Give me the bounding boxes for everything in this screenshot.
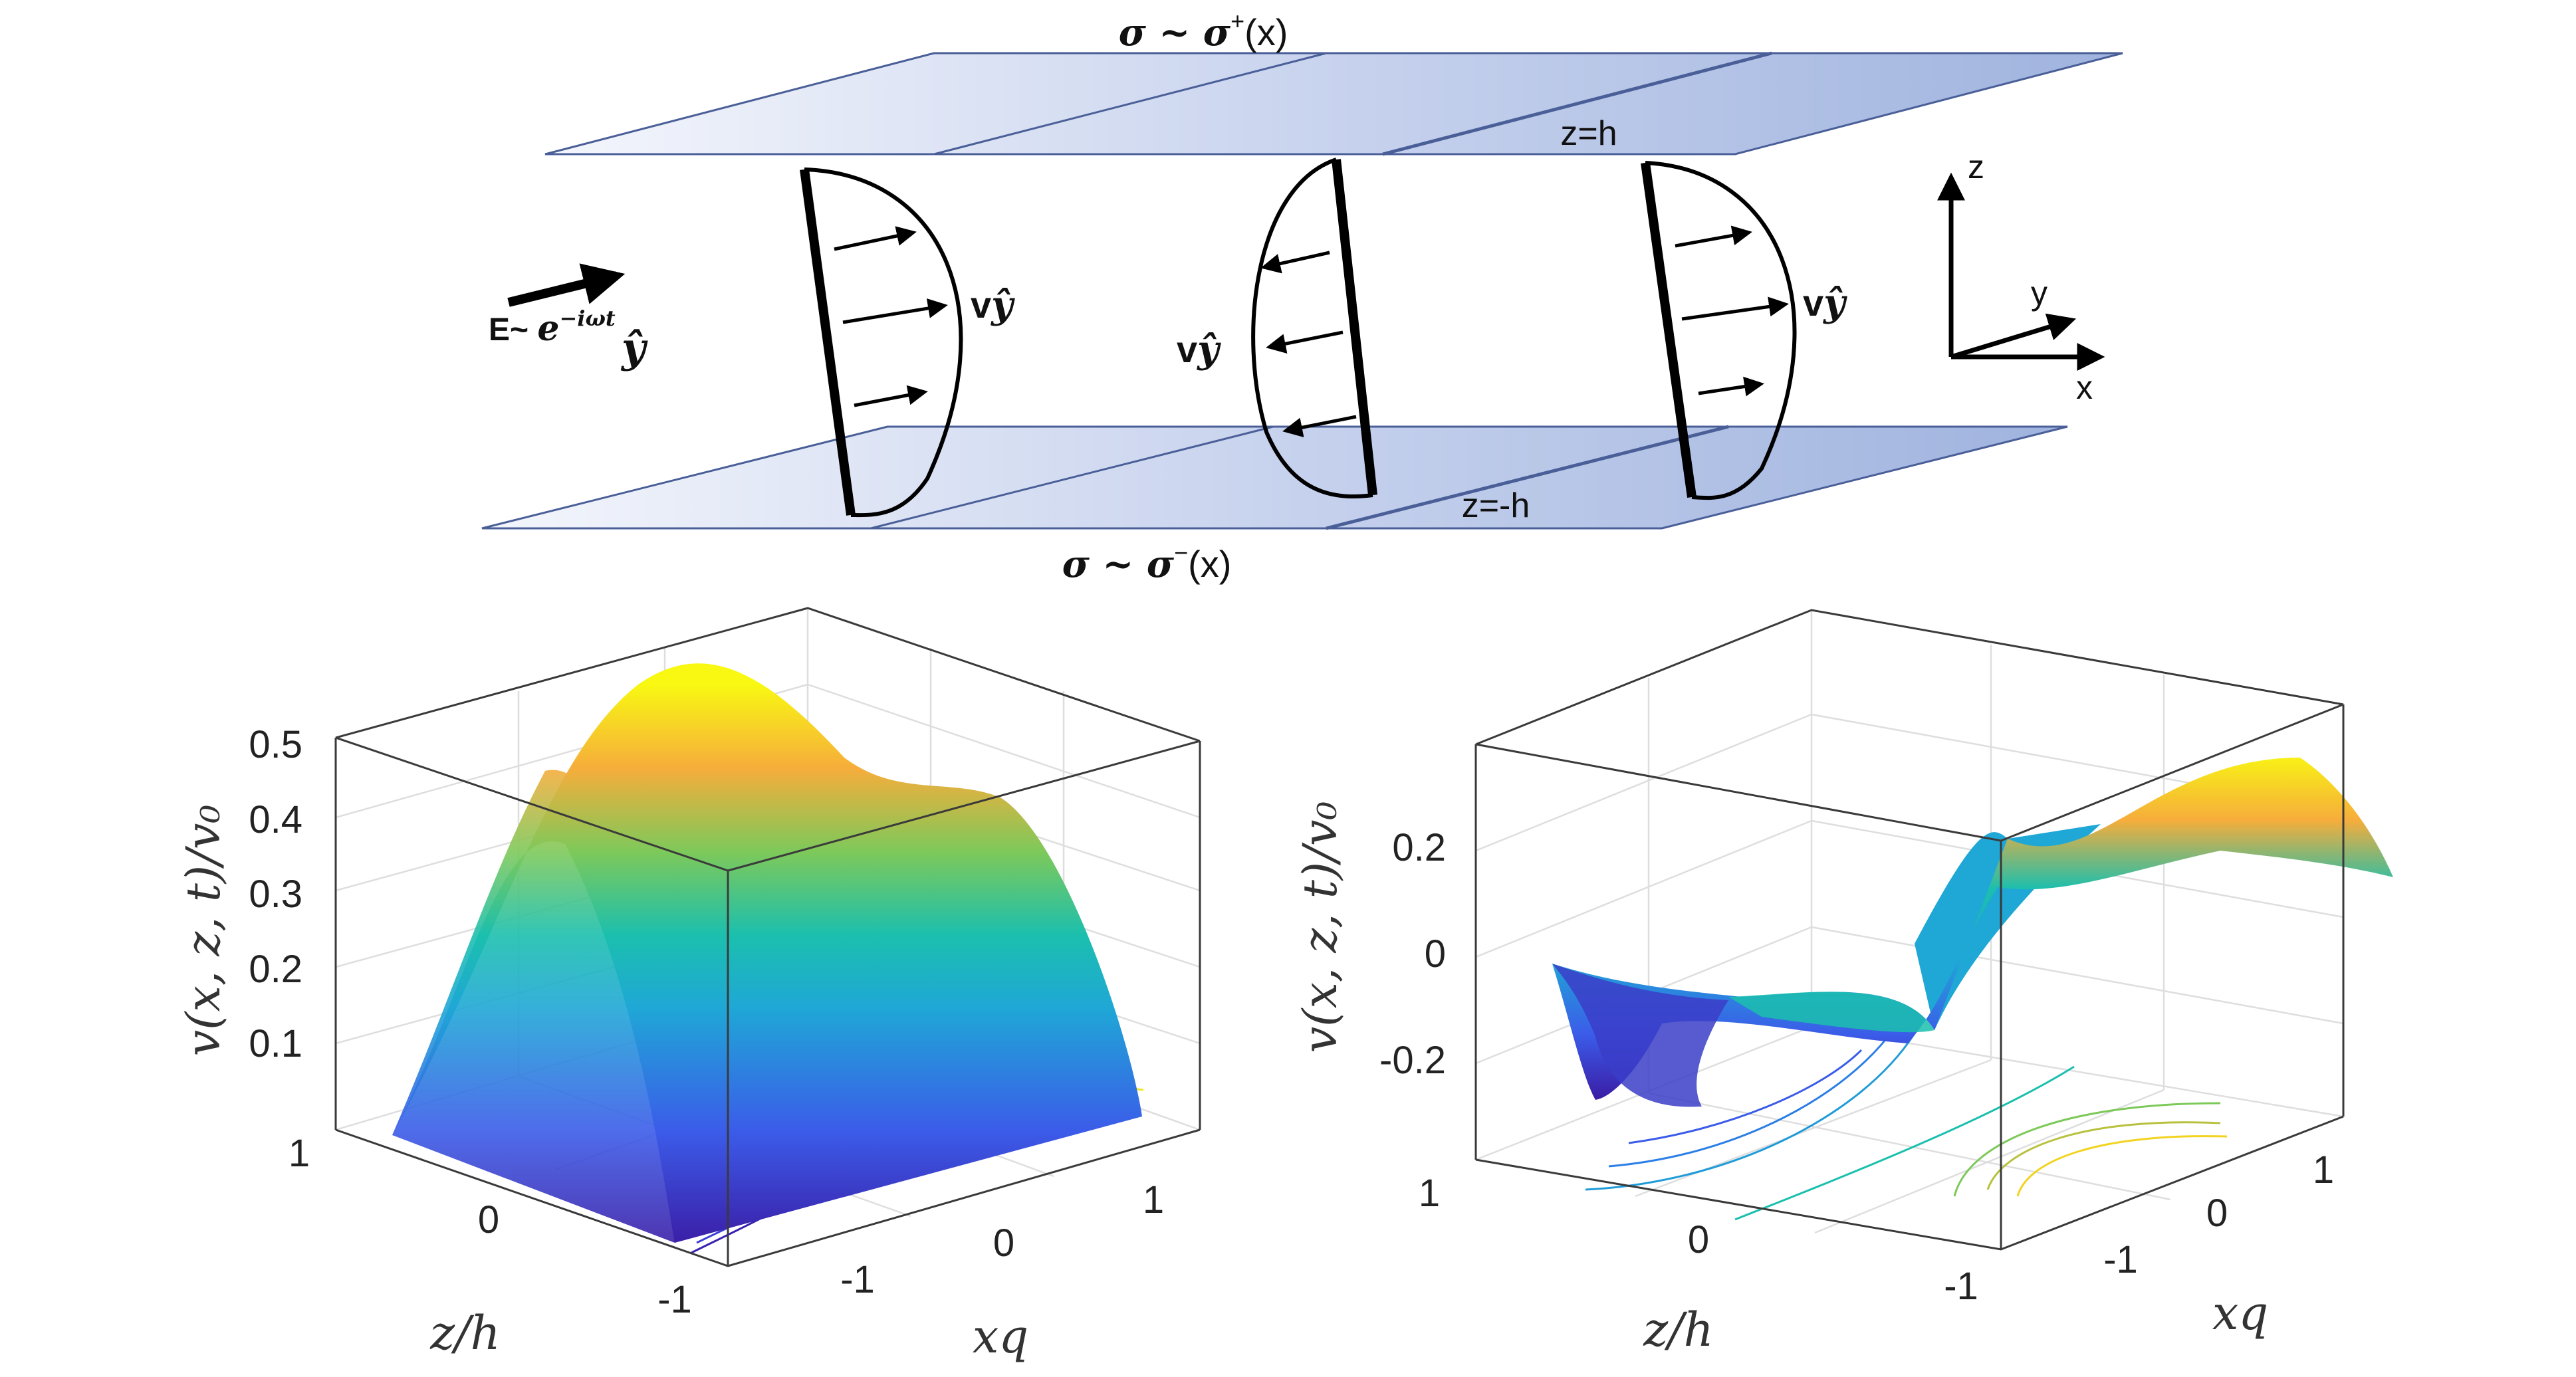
plot-left-xq-tick: 1 — [1143, 1178, 1164, 1221]
top-plate-conductivity-label: σ ~ σ+(x) — [1119, 7, 1288, 54]
bottom-plate-seam-1 — [870, 425, 1274, 530]
plot-right-xq-tick: 0 — [2206, 1192, 2228, 1235]
plot-left-z-tick: 0.1 — [249, 1022, 302, 1065]
plot-left-ylabel: xq — [973, 1309, 1028, 1364]
velocity-arrow — [1260, 251, 1330, 274]
velocity-arrow — [834, 226, 917, 251]
axis-z-label: z — [1968, 148, 1984, 185]
velocity-arrow — [1266, 330, 1344, 354]
plot-right-ylabel: xq — [2212, 1286, 2268, 1340]
velocity-profile-middle — [1251, 158, 1377, 498]
velocity-label-left: vŷ — [971, 283, 1015, 327]
plot-right-zlabel: v(x, z, t)/v₀ — [1293, 801, 1347, 1053]
velocity-arrow — [1698, 376, 1764, 397]
plot-right-surface-mid — [1728, 992, 1934, 1033]
plot-right-xlabel: z/h — [1643, 1303, 1714, 1357]
plot-right-box — [1474, 609, 2345, 1251]
plot-left-zh-tick: 1 — [289, 1132, 310, 1175]
plot-left: 0.5 0.4 0.3 0.2 0.1 1 0 -1 -1 0 1 v(x, z… — [176, 607, 1201, 1364]
plot-left-z-tick: 0.3 — [249, 873, 302, 916]
plot-right-grid — [1474, 610, 2345, 1234]
plot-left-zlabel: v(x, z, t)/v₀ — [176, 805, 231, 1057]
plot-left-box — [334, 607, 1201, 1267]
plot-left-z-tick: 0.2 — [249, 948, 302, 991]
top-plate-seam-2 — [1382, 51, 1772, 156]
field-unit-vector: ŷ — [620, 324, 648, 372]
plot-right-surface-dip — [1552, 964, 1728, 1107]
velocity-label-right: vŷ — [1803, 281, 1847, 325]
bottom-plate-seam-2 — [1326, 425, 1729, 530]
plot-left-xq-tick: -1 — [840, 1258, 875, 1301]
axis-x-label: x — [2076, 369, 2093, 406]
plot-right-z-tick: 0 — [1425, 932, 1446, 976]
plot-right-zh-tick: -1 — [1944, 1265, 1978, 1308]
plot-right-z-tick: -0.2 — [1379, 1039, 1446, 1082]
velocity-arrow — [1681, 296, 1789, 321]
plot-right-xq-tick: 1 — [2313, 1148, 2334, 1192]
field-label: E~ e−iωt — [489, 306, 616, 349]
plot-right-zh-tick: 1 — [1419, 1172, 1440, 1215]
top-plate — [544, 52, 2123, 156]
plot-right-surface-far-fold — [1915, 824, 2101, 1030]
plot-left-zh-tick: -1 — [657, 1278, 692, 1321]
velocity-arrow — [842, 298, 948, 324]
velocity-arrow — [1282, 415, 1357, 438]
plot-right: 0.2 0 -0.2 1 0 -1 -1 0 1 v(x, z, t)/v₀ z… — [1293, 609, 2393, 1357]
schematic: z y x σ ~ σ+(x) σ ~ σ−(x) z=h z=-h E~ e−… — [481, 7, 2123, 586]
top-plate-z-label: z=h — [1560, 114, 1617, 153]
plot-left-surface-front-face — [392, 770, 675, 1243]
top-plate-seam-1 — [933, 52, 1327, 156]
plot-left-z-tick: 0.5 — [249, 723, 302, 766]
axis-y-label: y — [2031, 274, 2048, 312]
velocity-arrow — [854, 385, 928, 407]
plot-left-xq-tick: 0 — [993, 1221, 1014, 1265]
plot-left-z-tick: 0.4 — [249, 798, 302, 841]
field-arrow — [507, 263, 626, 307]
plot-right-z-tick: 0.2 — [1392, 826, 1446, 869]
plot-right-zh-tick: 0 — [1688, 1218, 1709, 1261]
plot-left-xlabel: z/h — [429, 1306, 501, 1360]
velocity-profile-right — [1641, 161, 1797, 500]
coordinate-axes: z y x — [1937, 148, 2105, 406]
bottom-plate-conductivity-label: σ ~ σ−(x) — [1062, 539, 1232, 586]
velocity-arrow — [1675, 225, 1752, 248]
velocity-label-middle: vŷ — [1177, 328, 1221, 371]
bottom-plate — [481, 425, 2068, 530]
y-axis-arrow — [1950, 313, 2077, 360]
plot-right-xq-tick: -1 — [2103, 1238, 2138, 1281]
velocity-profile-left — [800, 167, 963, 518]
bottom-plate-z-label: z=-h — [1462, 486, 1530, 525]
plot-right-contours — [1585, 1033, 2228, 1221]
plot-left-zh-tick: 0 — [478, 1198, 499, 1241]
